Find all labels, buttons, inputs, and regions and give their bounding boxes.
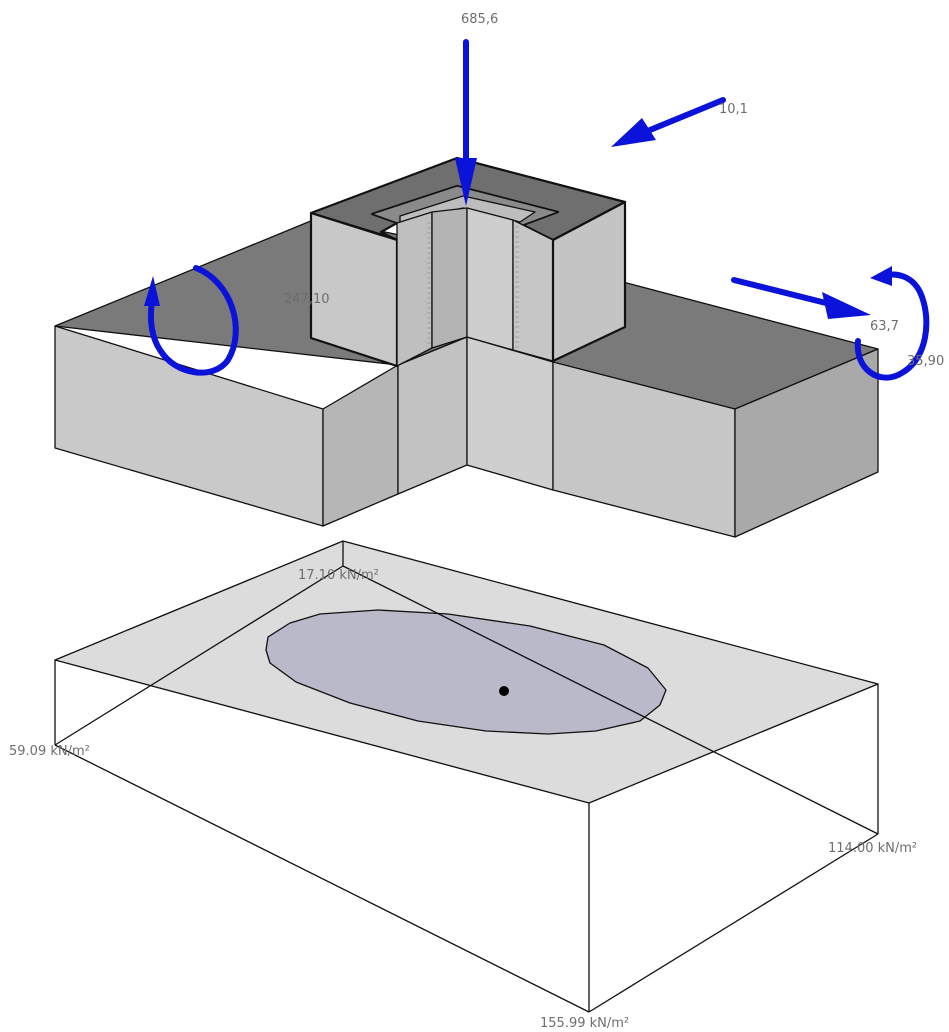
column-right-face [466,207,514,351]
vertical-force-arrow [455,39,477,206]
load-resultant-point [499,686,509,696]
pedestal-left-face [309,211,399,368]
vertical-force-label: 685,6 [461,12,498,27]
pressure-left-corner-label: 59.09 kN/m² [9,744,90,759]
pressure-right-corner-label: 114.00 kN/m² [828,841,917,856]
horizontal-force-top-arrow [611,97,726,147]
soil-pressure-diagram: 17.10 kN/m² 59.09 kN/m² 114.00 kN/m² 155… [9,540,917,1031]
pressure-block-edges [54,541,879,1013]
pedestal [309,156,627,368]
column-left-face [431,207,468,349]
pedestal-right-face [551,200,627,363]
footing-right-end-face [734,348,879,538]
moment-left-label: 247,10 [284,292,330,307]
pressure-bottom-corner-label: 155.99 kN/m² [540,1016,629,1031]
socket-left-wall [396,211,433,367]
moment-right-label: 35,90 [907,354,944,369]
footing-front-left-face [54,325,324,527]
horizontal-force-top-label: 10,1 [719,102,748,117]
kern-ellipse [265,609,667,735]
horizontal-force-right-arrow [731,277,871,319]
footing-inner-left-face [322,364,399,527]
moment-left-arrow [144,265,239,376]
pressure-top-corner-label: 17.10 kN/m² [298,568,379,583]
grout-hatch [427,222,519,350]
horizontal-force-right-label: 63,7 [870,319,899,334]
moment-right-arrow [854,266,930,381]
loads: 685,6 10,1 63,7 247,10 35,90 [144,12,944,381]
footing-inner-corner-right [466,336,554,491]
socket-right-wall [512,219,554,362]
